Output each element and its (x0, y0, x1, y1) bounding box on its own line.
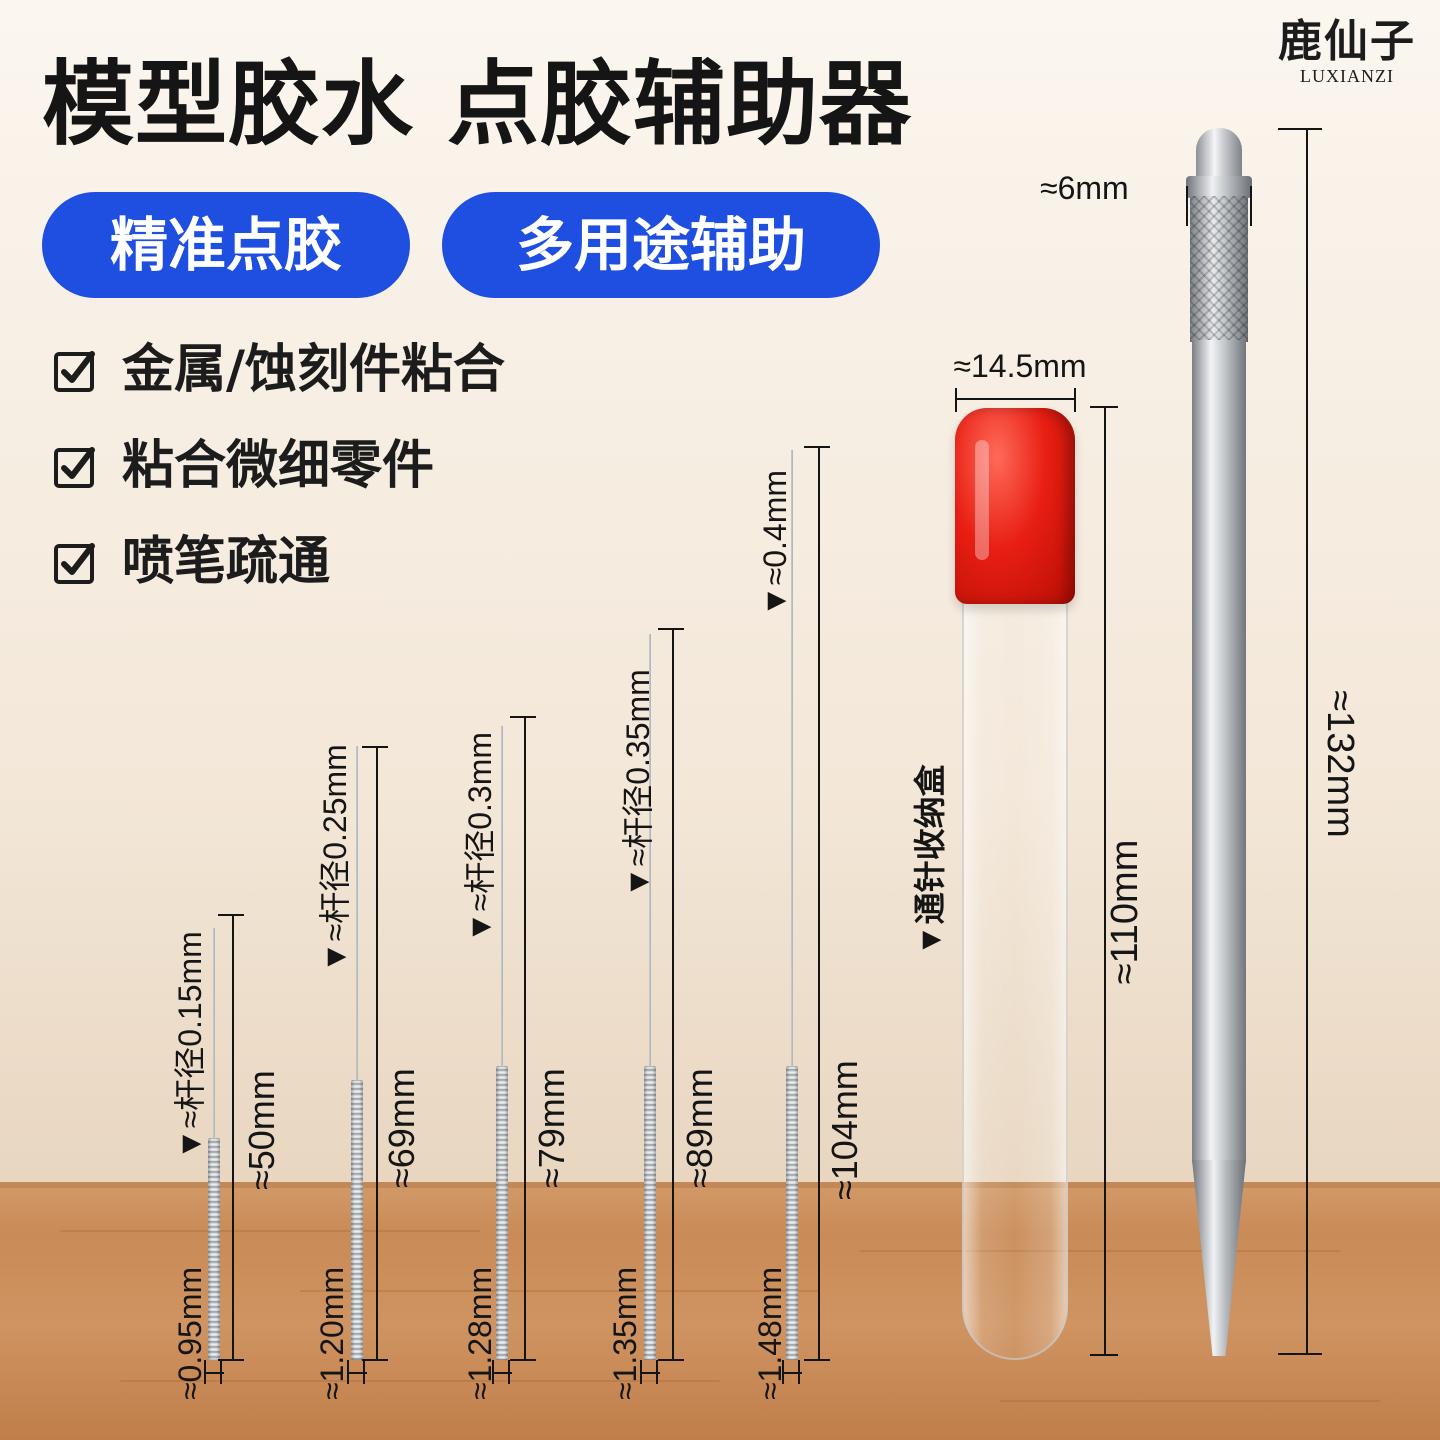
storage-tube (962, 596, 1068, 1360)
feature-label: 喷笔疏通 (122, 532, 331, 592)
needle-2-tip (356, 746, 358, 1080)
wood-grain (60, 1230, 480, 1232)
width-bracket (640, 1360, 642, 1384)
needle-2-length-label: ≈69mm (381, 1068, 422, 1188)
width-bracket (347, 1372, 367, 1374)
feature-item: 粘合微细零件 (52, 436, 434, 496)
wood-grain (300, 1290, 820, 1292)
width-bracket (640, 1372, 660, 1374)
table-edge (0, 1182, 1440, 1188)
feature-label: 金属/蚀刻件粘合 (122, 340, 505, 400)
checkbox-checked-icon (54, 351, 95, 392)
dim-tick (510, 716, 536, 718)
needle-3-length-label: ≈79mm (531, 1068, 572, 1188)
dim-tick (1090, 1354, 1118, 1356)
storage-box-label: ▼通针收纳盒 (912, 764, 948, 956)
dim-tick (1186, 186, 1188, 226)
pen-ring (1186, 176, 1252, 198)
needle-5-tip (791, 450, 793, 1066)
width-bracket (656, 1360, 658, 1384)
dim-tick (804, 446, 830, 448)
tag-multi-purpose: 多用途辅助 (442, 192, 880, 298)
dim-line (955, 398, 1075, 400)
tag-precise-glue: 精准点胶 (42, 192, 410, 298)
dim-line (1306, 128, 1308, 1354)
width-bracket (782, 1372, 802, 1374)
cap-highlight (975, 440, 989, 560)
checkbox-checked-icon (54, 543, 95, 584)
pen-cap-tip (1196, 128, 1242, 180)
dim-tick (1074, 388, 1076, 412)
needle-1-tip (213, 928, 215, 1138)
needle-5-shaft-label: ▼≈0.4mm (757, 469, 793, 617)
checkbox-checked-icon (54, 447, 95, 488)
dim-tick (218, 1359, 244, 1361)
pen-tip-label: ≈6mm (1040, 170, 1129, 206)
width-bracket (782, 1360, 784, 1384)
dim-tick (955, 388, 957, 412)
needle-4-shaft-label: ▼≈杆径0.35mm (620, 669, 656, 898)
dim-tick (1090, 406, 1118, 408)
dim-tick (804, 1359, 830, 1361)
dim-tick (218, 914, 244, 916)
needle-4-length-label: ≈89mm (679, 1068, 720, 1188)
dim-tick (658, 628, 684, 630)
dim-tick (362, 746, 388, 748)
pen-knurled-grip (1190, 196, 1248, 342)
dim-line (672, 628, 674, 1360)
width-bracket (492, 1360, 494, 1384)
dim-tick (1278, 128, 1322, 130)
storage-tube-red-cap (955, 408, 1075, 604)
needle-4-width-label: ≈1.35mm (607, 1266, 643, 1400)
needle-1-length-label: ≈50mm (241, 1070, 282, 1190)
needle-2-width-label: ≈1.20mm (314, 1266, 350, 1400)
needle-4-tip (649, 634, 651, 1066)
width-bracket (492, 1372, 512, 1374)
needle-3-shaft-label: ▼≈杆径0.3mm (462, 731, 498, 943)
pen-body (1192, 340, 1246, 1162)
width-bracket (798, 1360, 800, 1384)
needle-3-tip (501, 726, 503, 1066)
brand-logo: 鹿仙子 LUXIANZI (1278, 16, 1416, 87)
dim-tick (658, 1359, 684, 1361)
needle-5-length-label: ≈104mm (824, 1060, 865, 1200)
storage-box-length-label: ≈110mm (1104, 839, 1146, 985)
dim-line (818, 446, 820, 1360)
dim-line (232, 914, 234, 1360)
width-bracket (347, 1360, 349, 1384)
page-title: 模型胶水 点胶辅助器 (42, 51, 913, 158)
needle-5-coil (786, 1066, 798, 1360)
pen-length-label: ≈132mm (1319, 690, 1361, 838)
wood-grain (860, 1250, 1340, 1252)
needle-2-coil (351, 1080, 363, 1360)
width-bracket (220, 1360, 222, 1384)
feature-label: 粘合微细零件 (122, 436, 435, 496)
feature-item: 金属/蚀刻件粘合 (52, 340, 505, 400)
needle-1-coil (208, 1138, 220, 1360)
feature-item: 喷笔疏通 (52, 532, 330, 592)
dim-tick (1250, 186, 1252, 226)
dim-line (524, 716, 526, 1360)
width-bracket (508, 1360, 510, 1384)
needle-3-coil (496, 1066, 508, 1360)
brand-name-cn: 鹿仙子 (1278, 16, 1416, 67)
wood-grain (1000, 1400, 1380, 1402)
dim-line (376, 746, 378, 1360)
dim-tick (1278, 1353, 1322, 1355)
wood-grain (120, 1380, 720, 1382)
dim-tick (510, 1359, 536, 1361)
width-bracket (204, 1360, 206, 1384)
needle-2-shaft-label: ▼≈杆径0.25mm (317, 744, 353, 973)
width-bracket (363, 1360, 365, 1384)
width-bracket (204, 1372, 224, 1374)
dim-line (1104, 406, 1106, 1356)
needle-4-coil (644, 1066, 656, 1360)
dim-tick (362, 1359, 388, 1361)
needle-1-shaft-label: ▼≈杆径0.15mm (172, 931, 208, 1160)
storage-box-width-label: ≈14.5mm (953, 348, 1087, 384)
brand-name-en: LUXIANZI (1300, 66, 1394, 86)
